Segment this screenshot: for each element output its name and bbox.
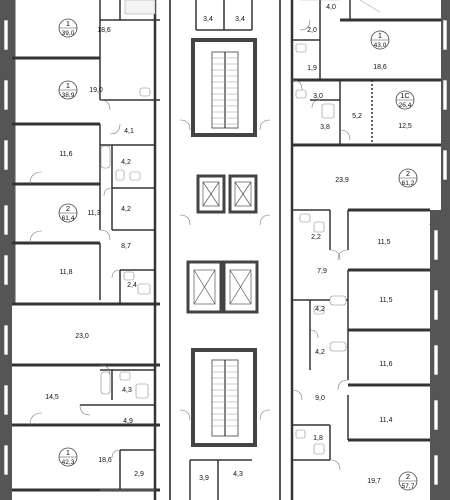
room-area: 4,2 (121, 159, 131, 166)
room-area: 3,9 (199, 475, 209, 482)
apt-number: 1 (66, 81, 70, 90)
apt-area: 57,7 (402, 483, 415, 490)
room-area: 9,0 (315, 395, 325, 402)
apt-number: 1С (400, 91, 410, 100)
room-area: 12,5 (398, 123, 412, 130)
room-area: 4,2 (315, 306, 325, 313)
room-area: 3,8 (320, 124, 330, 131)
apt-area: 61,2 (402, 180, 415, 187)
room-area: 1,8 (313, 435, 323, 442)
right-wing (290, 0, 450, 500)
apt-area: 42,3 (62, 459, 75, 466)
room-area: 4,1 (124, 128, 134, 135)
apt-number: 2 (406, 472, 410, 481)
right-doors (291, 19, 351, 471)
room-area: 2,4 (127, 282, 137, 289)
apt-badge-57: 2 57,7 (398, 471, 418, 491)
upper-stair-steps (212, 57, 238, 125)
room-area: 18,6 (97, 27, 111, 34)
elevator-cabins (193, 181, 252, 305)
room-area: 4,2 (121, 206, 131, 213)
apt-badge-38: 1 38,9 (58, 80, 78, 100)
apt-number: 1 (66, 448, 70, 457)
apt-area: 43,0 (374, 42, 387, 49)
apt-badge-43: 1 43,0 (370, 30, 390, 50)
room-area: 11,8 (59, 269, 72, 276)
apt-area: 26,4 (399, 102, 412, 109)
room-area: 19,0 (89, 87, 103, 94)
apt-badge-61-4: 2 61,4 (58, 203, 78, 223)
left-partitions (12, 56, 160, 492)
left-doors (29, 99, 121, 459)
room-area: 2,9 (134, 471, 144, 478)
room-area: 7,9 (317, 268, 327, 275)
apt-number: 1 (66, 19, 70, 28)
room-area: 4,3 (233, 471, 243, 478)
room-area: 11,3 (87, 210, 100, 217)
room-area: 18,6 (98, 457, 112, 464)
room-area: 11,5 (379, 297, 392, 304)
apartment-labels: 1 39,0 1 38,9 2 61,4 1 42,3 1 43,0 (58, 18, 418, 491)
lower-stair-steps (212, 365, 238, 427)
apt-badge-42: 1 42,3 (58, 447, 78, 467)
room-area: 4,0 (326, 4, 336, 11)
room-area: 23,9 (335, 177, 349, 184)
elevator-shafts (186, 174, 259, 314)
right-balcony-edge (429, 209, 442, 226)
apt-number: 1 (378, 31, 382, 40)
left-windows (3, 19, 9, 476)
room-area: 19,7 (367, 478, 381, 485)
room-area: 23,0 (75, 333, 89, 340)
central-core (169, 0, 281, 500)
apt-area: 38,9 (62, 92, 75, 99)
room-area: 14,5 (45, 394, 59, 401)
room-area: 11,5 (377, 239, 390, 246)
room-area: 2,2 (311, 234, 321, 241)
left-misc (100, 0, 156, 491)
apt-area: 61,4 (62, 215, 75, 222)
room-area: 11,4 (379, 417, 392, 424)
room-area: 3,4 (203, 16, 213, 23)
right-inner-walls (292, 0, 373, 461)
apt-area: 39,0 (62, 30, 75, 37)
apt-badge-61-2: 2 61,2 (398, 168, 418, 188)
apt-number: 2 (406, 169, 410, 178)
lower-stair (191, 348, 257, 447)
room-area-labels: 18,6 19,0 4,1 11,6 4,2 11,3 4,2 8,7 11,8… (45, 4, 412, 485)
room-area: 11,6 (59, 151, 72, 158)
room-area: 3,4 (235, 16, 245, 23)
left-inner-walls (80, 0, 160, 500)
room-area: 8,7 (121, 243, 131, 250)
room-area: 1,9 (307, 65, 317, 72)
left-wing (0, 0, 160, 500)
apt-number: 2 (66, 204, 70, 213)
room-area: 2,0 (307, 27, 317, 34)
room-area: 4,3 (122, 387, 132, 394)
upper-stair (191, 38, 257, 137)
core-doors (179, 119, 271, 421)
room-area: 4,2 (315, 349, 325, 356)
apt-badge-26: 1С 26,4 (395, 90, 415, 110)
room-area: 18,6 (373, 64, 387, 71)
room-area: 11,6 (379, 361, 392, 368)
room-area: 4,9 (123, 418, 133, 425)
right-windows (433, 19, 448, 486)
room-area: 5,2 (352, 113, 362, 120)
right-balcony (300, 0, 381, 13)
apt-badge-39: 1 39,0 (58, 18, 78, 38)
left-fixtures (100, 87, 151, 399)
room-area: 3,0 (313, 93, 323, 100)
right-fixtures (295, 43, 347, 455)
